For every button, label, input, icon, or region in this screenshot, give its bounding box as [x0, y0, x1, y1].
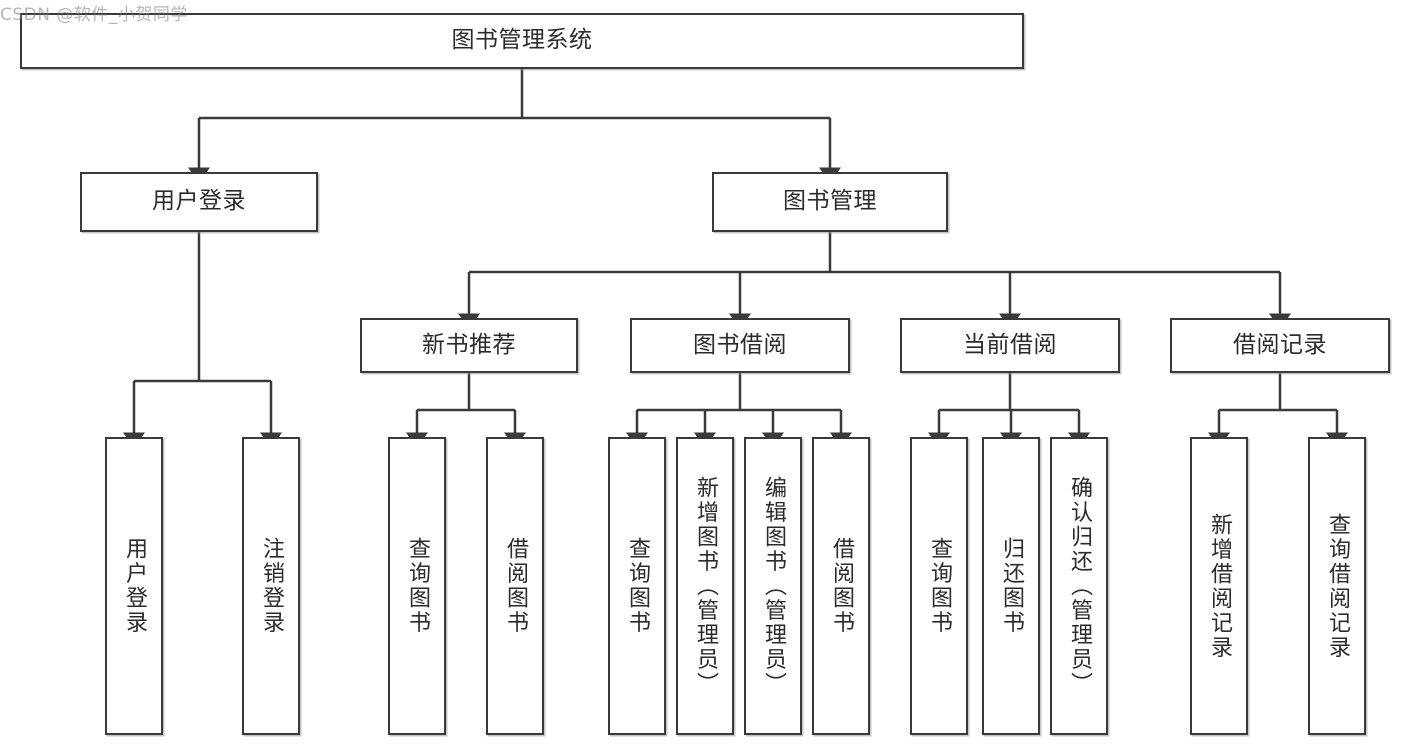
node-root-title-label: 图书管理系统	[451, 27, 593, 54]
node-leaf-query-book-1-label: 查询图书	[405, 537, 430, 635]
node-leaf-query-book-3[interactable]: 查询图书	[910, 437, 968, 735]
node-leaf-confirm-return-admin[interactable]: 确认归还（管理员）	[1050, 437, 1108, 735]
node-leaf-query-borrow-record-label: 查询借阅记录	[1325, 512, 1350, 660]
node-leaf-logout-login-label: 注销登录	[259, 537, 284, 635]
csdn-watermark: CSDN @软件_小贺同学	[0, 5, 188, 25]
node-leaf-logout-login[interactable]: 注销登录	[242, 437, 300, 735]
node-leaf-edit-book-admin[interactable]: 编辑图书（管理员）	[744, 437, 802, 735]
node-leaf-return-book[interactable]: 归还图书	[982, 437, 1040, 735]
node-leaf-add-borrow-record-label: 新增借阅记录	[1207, 512, 1232, 660]
node-new-book-recommend-label: 新书推荐	[422, 331, 516, 358]
node-leaf-add-book-admin[interactable]: 新增图书（管理员）	[676, 437, 734, 735]
node-book-borrow-label: 图书借阅	[693, 331, 787, 358]
node-leaf-add-book-admin-label: 新增图书（管理员）	[693, 475, 718, 697]
node-borrow-record[interactable]: 借阅记录	[1170, 318, 1390, 373]
node-leaf-query-book-2-label: 查询图书	[625, 537, 650, 635]
node-leaf-query-book-1[interactable]: 查询图书	[388, 437, 446, 735]
node-leaf-add-borrow-record[interactable]: 新增借阅记录	[1190, 437, 1248, 735]
node-user-login[interactable]: 用户登录	[80, 172, 318, 232]
node-leaf-borrow-book-1[interactable]: 借阅图书	[486, 437, 544, 735]
node-current-borrow-label: 当前借阅	[963, 331, 1057, 358]
node-leaf-confirm-return-admin-label: 确认归还（管理员）	[1067, 475, 1092, 697]
node-borrow-record-label: 借阅记录	[1233, 331, 1327, 358]
node-leaf-query-book-2[interactable]: 查询图书	[608, 437, 666, 735]
node-book-borrow[interactable]: 图书借阅	[630, 318, 850, 373]
node-new-book-recommend[interactable]: 新书推荐	[360, 318, 578, 373]
node-leaf-return-book-label: 归还图书	[999, 537, 1024, 635]
node-leaf-user-login-label: 用户登录	[122, 537, 147, 635]
node-leaf-edit-book-admin-label: 编辑图书（管理员）	[761, 475, 786, 697]
node-leaf-borrow-book-1-label: 借阅图书	[503, 537, 528, 635]
node-leaf-user-login[interactable]: 用户登录	[105, 437, 163, 735]
node-leaf-borrow-book-2-label: 借阅图书	[829, 537, 854, 635]
node-user-login-label: 用户登录	[152, 188, 246, 215]
node-leaf-borrow-book-2[interactable]: 借阅图书	[812, 437, 870, 735]
node-book-management[interactable]: 图书管理	[712, 172, 948, 232]
node-leaf-query-book-3-label: 查询图书	[927, 537, 952, 635]
node-book-management-label: 图书管理	[783, 188, 877, 215]
node-root-title[interactable]: 图书管理系统	[20, 13, 1024, 69]
node-current-borrow[interactable]: 当前借阅	[900, 318, 1120, 373]
node-leaf-query-borrow-record[interactable]: 查询借阅记录	[1308, 437, 1366, 735]
